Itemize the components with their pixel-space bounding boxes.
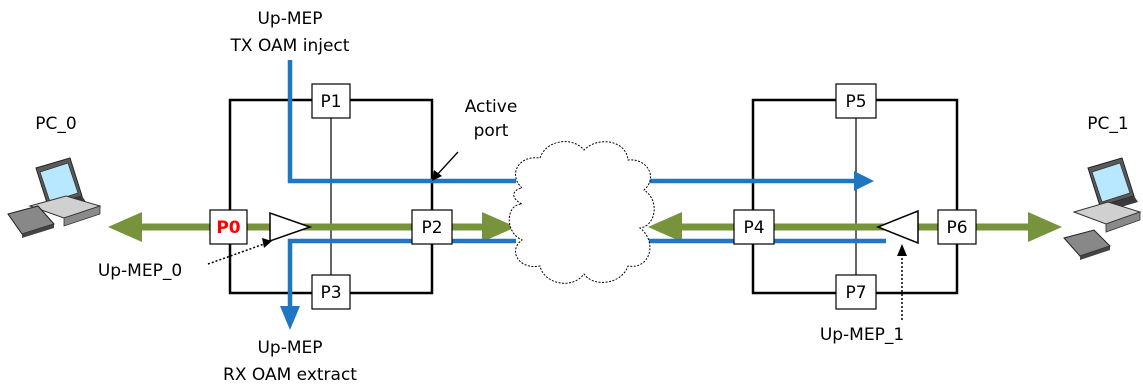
up-mep-0-label: Up-MEP_0 xyxy=(98,261,182,281)
pc-1-label: PC_1 xyxy=(1087,114,1128,134)
green-arrowhead-left xyxy=(108,212,142,242)
port-p6-label: P6 xyxy=(946,218,967,238)
port-p2: P2 xyxy=(411,209,453,245)
up-mep-1-label: Up-MEP_1 xyxy=(820,325,904,345)
tx-inject-label-line1: Up-MEP xyxy=(257,9,322,29)
port-p7: P7 xyxy=(835,274,877,310)
port-p2-label: P2 xyxy=(421,218,442,238)
port-p5-label: P5 xyxy=(845,92,866,112)
switch-right-box xyxy=(751,98,959,295)
rx-extract-arrowhead xyxy=(280,306,300,330)
green-arrowhead-from-cloud xyxy=(648,212,682,242)
up-mep-1-pointer xyxy=(897,244,907,320)
active-port-label-line1: Active xyxy=(465,97,518,117)
up-mep-1-triangle xyxy=(875,209,919,245)
green-traffic-right xyxy=(648,212,1062,242)
desktop-computer-icon xyxy=(7,157,102,238)
active-port-pointer xyxy=(432,151,459,181)
port-p1-label: P1 xyxy=(320,92,341,112)
cloud-icon xyxy=(508,141,655,284)
up-mep-0-triangle xyxy=(269,211,313,243)
tx-inject-label-line2: TX OAM inject xyxy=(230,36,350,56)
port-p5: P5 xyxy=(835,83,877,119)
rx-extract-label-line1: Up-MEP xyxy=(257,338,322,358)
port-p6: P6 xyxy=(937,209,977,245)
port-p7-label: P7 xyxy=(845,283,866,303)
green-arrowhead-right xyxy=(1028,212,1062,242)
port-p3: P3 xyxy=(311,274,351,310)
active-port-label-line2: port xyxy=(474,121,509,141)
port-p0-label: P0 xyxy=(216,218,240,238)
up-mep-0-pointer xyxy=(207,238,272,265)
port-p0: P0 xyxy=(209,209,248,245)
green-arrowhead-to-cloud xyxy=(482,212,516,242)
desktop-computer-icon xyxy=(1063,157,1142,260)
blue-arrowhead-right-top xyxy=(854,171,874,191)
pc-0-computer xyxy=(7,157,102,238)
pc-1-computer xyxy=(1063,157,1142,260)
port-p4-label: P4 xyxy=(743,218,764,238)
port-p1: P1 xyxy=(311,83,351,119)
port-p3-label: P3 xyxy=(320,283,341,303)
rx-extract-label-line2: RX OAM extract xyxy=(223,365,357,385)
tx-inject-path xyxy=(287,60,516,184)
pc-0-label: PC_0 xyxy=(35,114,76,134)
port-p4: P4 xyxy=(733,209,775,245)
